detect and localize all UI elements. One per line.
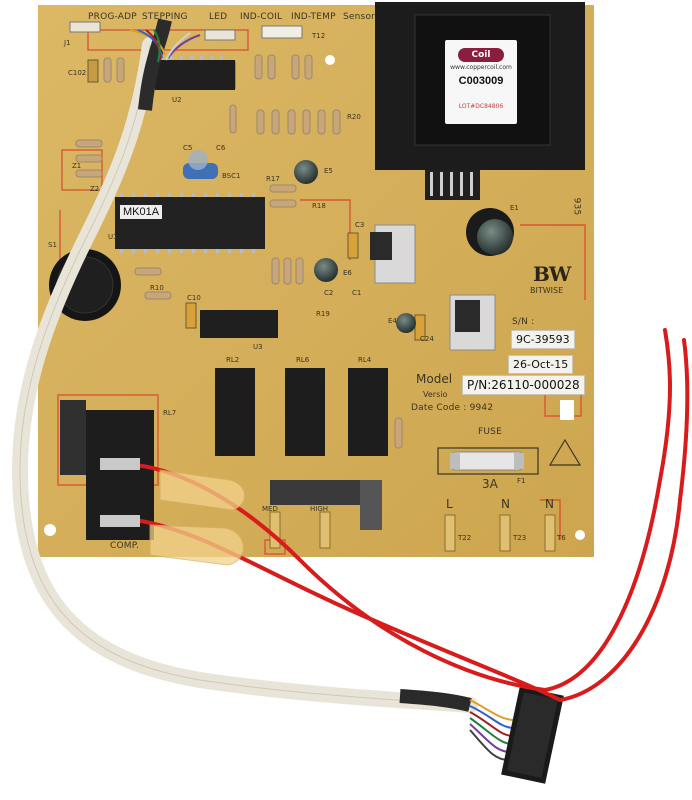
terminal-id-t22: T22 — [458, 534, 472, 542]
relay-rl2 — [215, 368, 255, 456]
ref-c2: C2 — [324, 289, 334, 297]
terminal-label-l: L — [446, 497, 453, 511]
coil-logo: Coil — [458, 48, 504, 62]
brand-logo: BW — [533, 262, 571, 286]
speed-label-high: HIGH — [310, 505, 329, 513]
version-label: Versio — [423, 390, 448, 399]
date-sticker: 26-Oct-15 — [508, 355, 574, 375]
ref-t12: T12 — [312, 32, 326, 40]
serial-number: 9C-39593 — [516, 333, 570, 346]
ic-u2 — [155, 60, 235, 90]
relay-rl6 — [285, 368, 325, 456]
ref-r19: R19 — [316, 310, 330, 318]
corner-code: 935 — [571, 197, 582, 216]
ref-r18: R18 — [312, 202, 326, 210]
header-label-led: LED — [209, 12, 228, 22]
part-number-sticker: P/N:26110-000028 — [462, 375, 585, 396]
header-label-ind-temp: IND-TEMP — [291, 12, 336, 22]
ref-c24: C24 — [420, 335, 434, 343]
model-label: Model — [416, 372, 453, 386]
ref-c3: C3 — [355, 221, 365, 229]
terminal-label-n1: N — [501, 497, 510, 511]
ref-z2: Z2 — [90, 185, 100, 193]
header-label-prog-adp: PROG-ADP — [88, 12, 137, 22]
transformer-lot: LOT#DC84806 — [458, 103, 504, 110]
ref-z1: Z1 — [72, 162, 82, 170]
ref-u3: U3 — [253, 343, 263, 351]
relay-label-rl4: RL4 — [358, 356, 372, 364]
ic-u3 — [200, 310, 278, 338]
ref-e6: E6 — [343, 269, 352, 277]
relay-label-rl6: RL6 — [296, 356, 310, 364]
ref-c6: C6 — [216, 144, 226, 152]
speed-label-med: MED — [262, 505, 278, 513]
ref-r20: R20 — [347, 113, 361, 121]
ref-e1: E1 — [510, 204, 519, 212]
terminal-id-t23: T23 — [513, 534, 527, 542]
ref-e5: E5 — [324, 167, 333, 175]
ref-f1: F1 — [517, 477, 526, 485]
ref-c5: C5 — [183, 144, 193, 152]
chip-label: MK01A — [120, 205, 163, 219]
header-label-stepping: STEPPING — [142, 12, 188, 22]
ref-c10: C10 — [187, 294, 201, 302]
ref-r17: R17 — [266, 175, 280, 183]
comp-label: COMP. — [110, 541, 140, 551]
relay-label-rl2: RL2 — [226, 356, 240, 364]
date-code: Date Code : 9942 — [411, 403, 494, 413]
fuse-label: FUSE — [478, 427, 502, 437]
ref-u2: U2 — [172, 96, 182, 104]
ref-e4: E4 — [388, 317, 397, 325]
serial-number-sticker: 9C-39593 — [511, 330, 575, 350]
relay-rl4 — [348, 368, 388, 456]
terminal-id-t6: T6 — [557, 534, 566, 542]
transformer-part-number: C003009 — [458, 75, 504, 87]
brand-name: BITWISE — [530, 286, 564, 295]
ref-bsc1: BSC1 — [222, 172, 241, 180]
transformer-label: Coil www.coppercoil.com C003009 LOT#DC84… — [445, 40, 517, 124]
ref-c1: C1 — [352, 289, 362, 297]
ref-r10: R10 — [150, 284, 164, 292]
ref-j1: J1 — [64, 39, 71, 47]
header-label-sensor: Sensor — [343, 12, 376, 22]
fuse-rating: 3A — [482, 477, 498, 491]
serial-prefix: S/N : — [512, 317, 535, 327]
transformer-website: www.coppercoil.com — [450, 64, 512, 71]
relay-label-rl7: RL7 — [163, 409, 177, 417]
terminal-label-n2: N — [545, 497, 554, 511]
ref-u1: U1 — [108, 233, 118, 241]
ref-s1: S1 — [48, 241, 57, 249]
header-label-ind-coil: IND-COIL — [240, 12, 283, 22]
ref-c102: C102 — [68, 69, 87, 77]
wire-connector — [501, 686, 564, 784]
